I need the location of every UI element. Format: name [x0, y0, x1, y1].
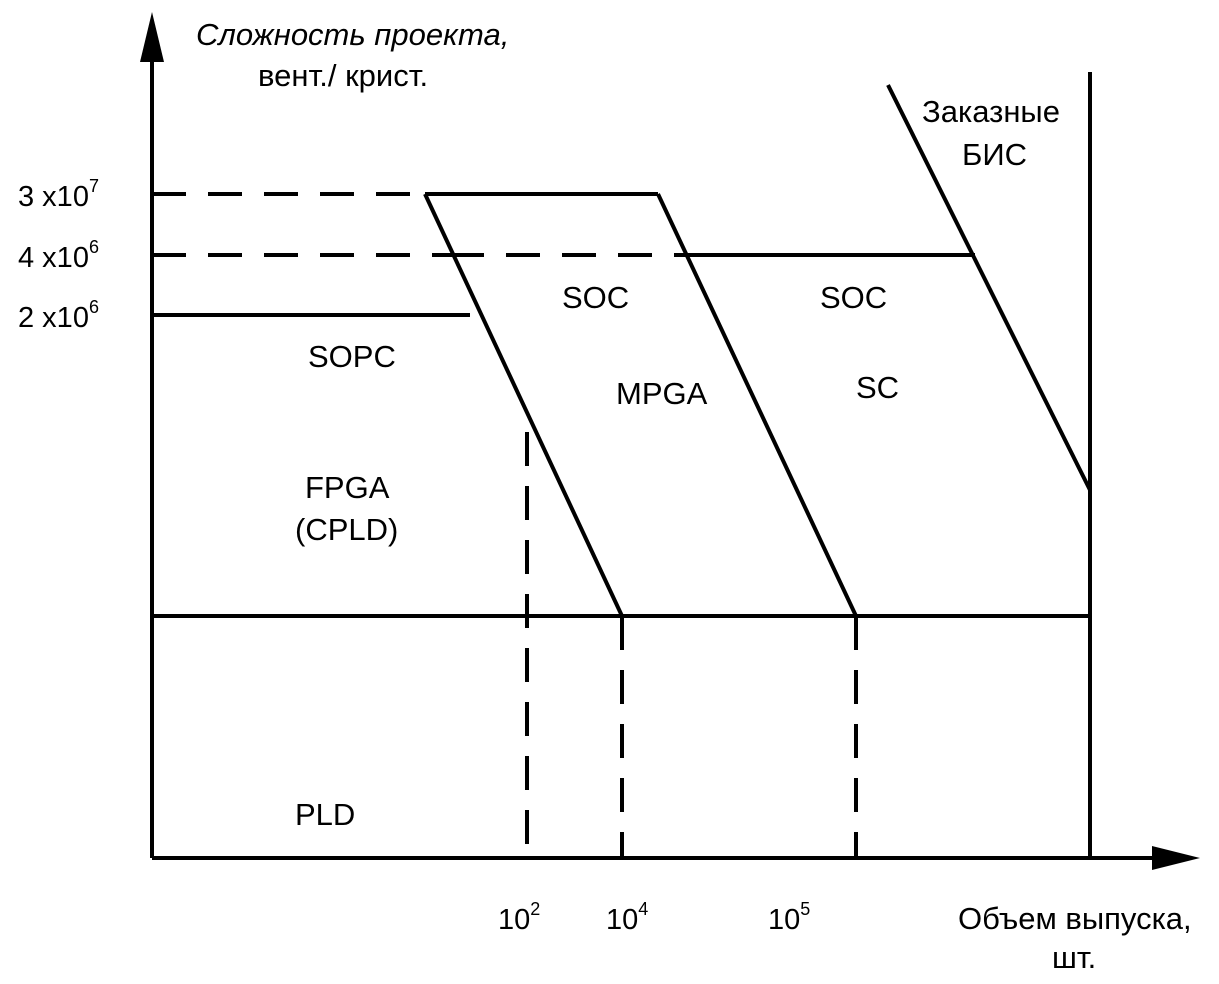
region-sopc-label: SOPC: [308, 339, 396, 374]
y-tick-3e7-mant: 3 x10: [18, 181, 89, 213]
y-axis-title-line1: Сложность проекта,: [196, 17, 509, 52]
y-tick-3e7-exp: 7: [89, 176, 99, 196]
region-cpld-label: (CPLD): [295, 512, 398, 547]
region-soc-right-label: SOC: [820, 280, 887, 315]
x-axis-title-line1: Объем выпуска,: [958, 901, 1192, 936]
region-custom-line2: БИС: [962, 137, 1027, 172]
region-soc-mid-label: SOC: [562, 280, 629, 315]
region-pld-label: PLD: [295, 797, 355, 832]
x-tick-1e4-mant: 10: [606, 904, 638, 936]
y-tick-2e6-mant: 2 x10: [18, 302, 89, 334]
region-fpga-label: FPGA: [305, 470, 390, 505]
region-mpga-label: MPGA: [616, 376, 708, 411]
y-tick-3e7: 3 x107: [18, 176, 99, 213]
custom-slant-line: [886, 84, 1092, 491]
x-tick-1e4: 104: [606, 899, 648, 936]
fpga-slant-line: [423, 193, 624, 617]
mpga-slant-line: [656, 193, 858, 617]
x-tick-1e2-mant: 10: [498, 904, 530, 936]
region-custom-line1: Заказные: [922, 94, 1060, 129]
y-axis-title-line2: вент./ крист.: [258, 58, 428, 93]
y-tick-4e6: 4 x106: [18, 237, 99, 274]
y-tick-2e6-exp: 6: [89, 297, 99, 317]
x-tick-1e5-mant: 10: [768, 904, 800, 936]
y-tick-2e6: 2 x106: [18, 297, 99, 334]
y-tick-4e6-mant: 4 x10: [18, 242, 89, 274]
region-sc-label: SC: [856, 370, 899, 405]
x-tick-1e2-exp: 2: [530, 899, 540, 919]
x-axis-title-line2: шт.: [1052, 940, 1096, 975]
x-axis-arrow: [1152, 846, 1200, 870]
x-tick-1e5: 105: [768, 899, 810, 936]
x-tick-1e4-exp: 4: [638, 899, 648, 919]
x-tick-1e2: 102: [498, 899, 540, 936]
y-axis-arrow: [140, 12, 164, 62]
y-tick-4e6-exp: 6: [89, 237, 99, 257]
x-tick-1e5-exp: 5: [800, 899, 810, 919]
